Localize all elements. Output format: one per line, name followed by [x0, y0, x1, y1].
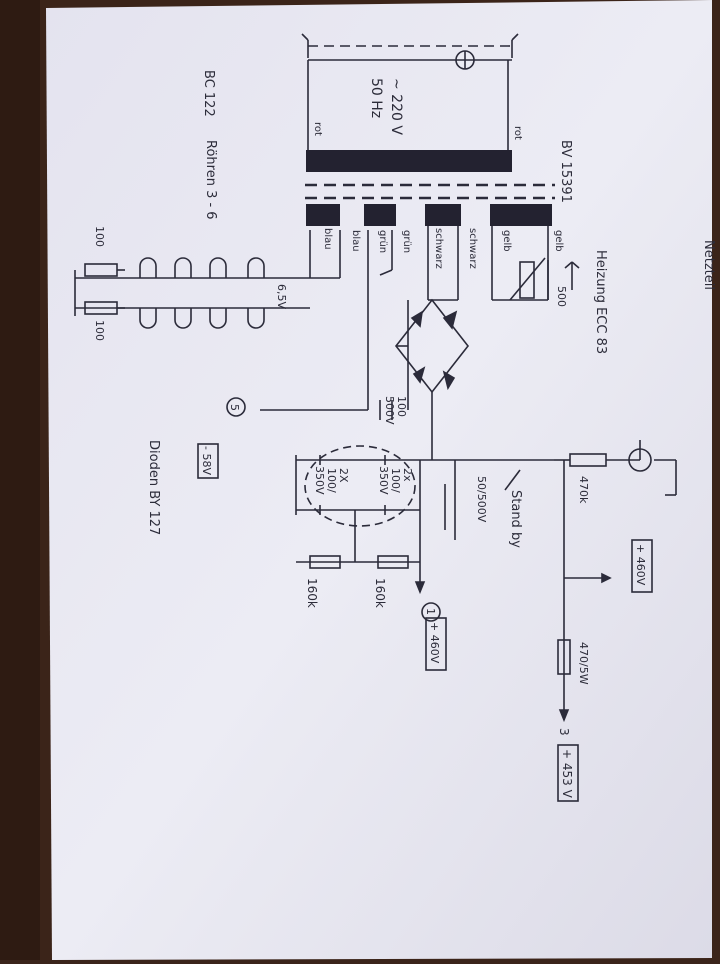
paper-sheet — [46, 0, 712, 960]
standby-cap: 50/500V — [475, 476, 488, 523]
standby-label: Stand by — [508, 490, 523, 548]
rectifier-cap-1: 100 — [395, 396, 408, 417]
label-schwarz-2: schwarz — [467, 228, 478, 269]
heater-label: Heizung ECC 83 — [593, 250, 608, 354]
tube-resistor-right: 100 — [93, 320, 106, 341]
wire-rot-left: rot — [312, 122, 323, 136]
winding-blau — [306, 204, 340, 226]
tube-resistor-left: 100 — [93, 226, 106, 247]
transformer-frequency: 50 Hz — [368, 78, 384, 118]
section-title: Netzteil — [701, 240, 716, 290]
winding-gelb — [490, 204, 552, 226]
wood-shadow — [0, 0, 40, 960]
label-gelb-1: gelb — [501, 230, 512, 252]
winding-schwarz — [425, 204, 461, 226]
label-blau-1: blau — [322, 228, 333, 250]
box-460 — [425, 617, 447, 671]
label-gelb-2: gelb — [553, 230, 564, 252]
cap-b-2: 100/ — [325, 468, 338, 493]
resistor-470k: 470k — [577, 476, 590, 504]
resistor-160k-b: 160k — [305, 578, 319, 608]
wire-rot-right: rot — [512, 126, 523, 140]
tubes-voltage: 6,5V — [275, 284, 288, 309]
bias-node: 5 — [228, 404, 241, 411]
node-1-circle — [421, 602, 441, 622]
cap-b-1: 2X — [337, 468, 350, 483]
label-blau-2: blau — [350, 230, 361, 252]
label-schwarz-1: schwarz — [433, 228, 444, 269]
tubes-label: Röhren 3 - 6 — [203, 140, 218, 220]
heater-pot: 500 — [555, 286, 568, 307]
node-1: 1 — [424, 608, 437, 615]
cap-a-1: 2x — [401, 468, 414, 482]
node-5-circle — [226, 397, 246, 417]
rectifier-cap-2: 500V — [383, 396, 396, 425]
voltage-460-top: + 460V — [634, 544, 647, 586]
bias-voltage: - 58V — [200, 446, 213, 475]
resistor-160k-a: 160k — [373, 578, 387, 608]
cap-a-2: 100/ — [389, 468, 402, 493]
box-460-top — [631, 539, 653, 593]
resistor-470-5w: 470/5W — [577, 642, 590, 685]
transformer-part: BV 15391 — [558, 140, 573, 203]
doc-code: BC 122 — [201, 70, 216, 117]
transformer-voltage: ~ 220 V — [388, 78, 404, 135]
transformer-core-primary — [306, 150, 512, 172]
cap-b-3: 350V — [313, 466, 326, 495]
cap-a-3: 350V — [377, 466, 390, 495]
box-453 — [557, 744, 579, 802]
voltage-460: + 460V — [428, 622, 441, 664]
box-minus-58 — [197, 443, 219, 479]
winding-gruen — [364, 204, 396, 226]
schematic-lines — [74, 33, 677, 723]
diodes-label: Dioden BY 127 — [146, 440, 161, 535]
label-gruen-2: grün — [401, 230, 412, 253]
node-3: 3 — [557, 728, 571, 736]
label-gruen-1: grün — [377, 230, 388, 253]
voltage-453: + 453 V — [560, 749, 574, 799]
